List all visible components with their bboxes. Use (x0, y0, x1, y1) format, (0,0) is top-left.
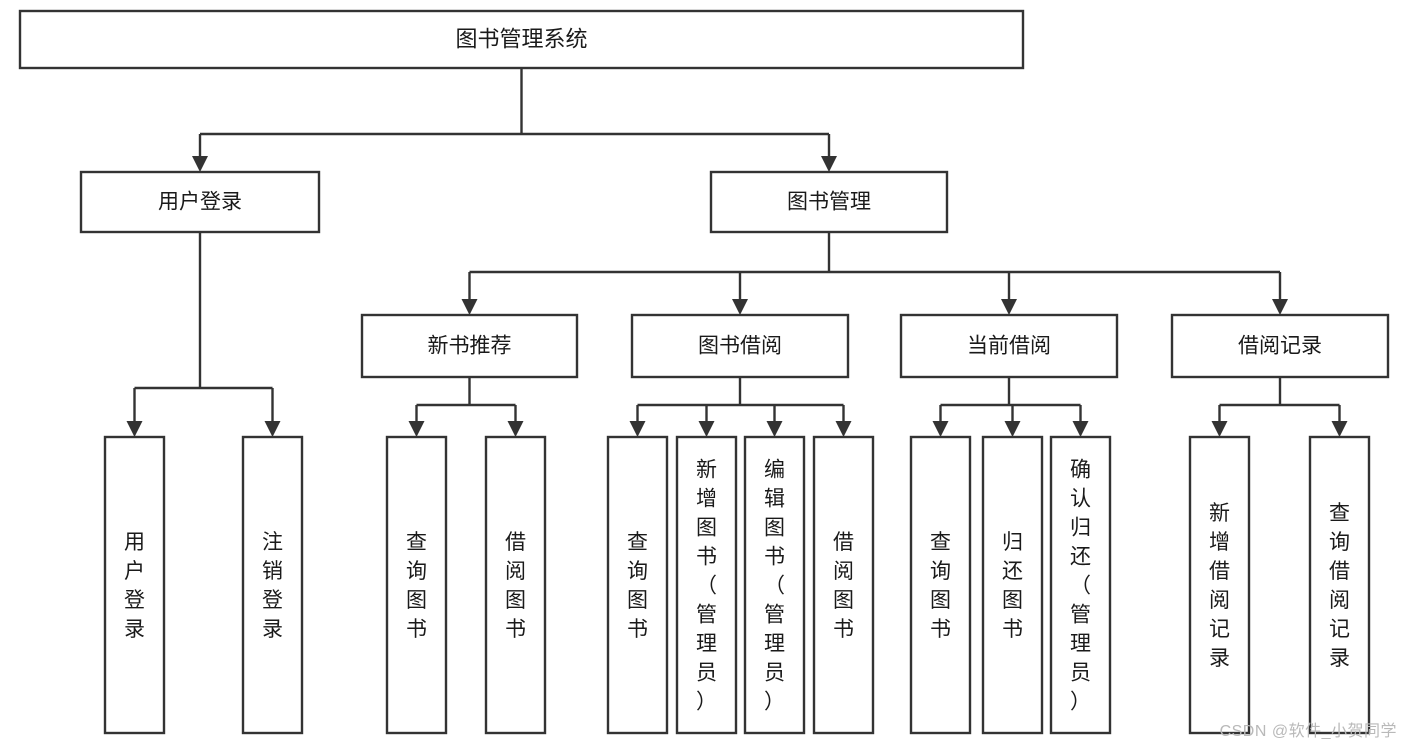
node-box-borrow-record (1170, 313, 1390, 379)
leaf-node-leaf-query-book-2[interactable]: 查询图书 (606, 435, 669, 735)
node-label-book-manage: 图书管理 (787, 191, 871, 214)
node-box-book-borrow (630, 313, 850, 379)
borrow-record-to-leaf-query-record-1-arrowhead (1331, 421, 1348, 437)
node-current-borrow[interactable]: 当前借阅 (899, 313, 1119, 379)
csdn-watermark: CSDN @软件_小贺同学 (1219, 723, 1397, 740)
leaf-node-leaf-user-logout[interactable]: 注销登录 (241, 435, 304, 735)
new-book-rec-to-leaf-query-book-1-0-arrowhead (408, 421, 425, 437)
leaf-label-leaf-query-book-3: 查询图书 (930, 531, 951, 641)
book-manage-to-book-borrow-1-arrowhead (732, 299, 748, 315)
current-borrow-to-leaf-return-book-1-arrowhead (1004, 421, 1021, 437)
new-book-rec-to-leaf-borrow-book-1-1-arrowhead (507, 421, 524, 437)
node-box-user-login (79, 170, 321, 234)
leaf-node-leaf-add-record[interactable]: 新增借阅记录 (1188, 435, 1251, 735)
current-borrow-to-leaf-confirm-return-2-arrowhead (1072, 421, 1089, 437)
node-user-login[interactable]: 用户登录 (79, 170, 321, 234)
leaf-box-leaf-borrow-book-2 (812, 435, 875, 735)
root-to-book-manage-1-arrowhead (821, 156, 837, 172)
leaf-node-leaf-user-login[interactable]: 用户登录 (103, 435, 166, 735)
node-box-new-book-rec (360, 313, 579, 379)
leaf-node-leaf-confirm-return[interactable]: 确认归还（管理员） (1049, 435, 1112, 735)
leaf-label-leaf-add-record: 新增借阅记录 (1209, 502, 1230, 670)
leaf-label-leaf-user-login: 用户登录 (124, 531, 145, 641)
node-label-root: 图书管理系统 (455, 26, 587, 51)
leaf-box-leaf-edit-book (743, 435, 806, 735)
leaf-box-leaf-add-book (675, 435, 738, 735)
book-manage-to-new-book-rec-0-arrowhead (461, 299, 478, 315)
leaf-box-leaf-query-book-3 (909, 435, 972, 735)
leaf-node-leaf-query-book-3[interactable]: 查询图书 (909, 435, 972, 735)
leaf-box-leaf-add-record (1188, 435, 1251, 735)
node-borrow-record[interactable]: 借阅记录 (1170, 313, 1390, 379)
leaf-label-leaf-query-record: 查询借阅记录 (1329, 502, 1350, 670)
leaf-node-leaf-borrow-book-2[interactable]: 借阅图书 (812, 435, 875, 735)
book-manage-to-borrow-record-3-arrowhead (1272, 299, 1288, 315)
node-book-manage[interactable]: 图书管理 (709, 170, 949, 234)
user-login-to-leaf-user-login-0-arrowhead (126, 421, 143, 437)
leaf-box-leaf-query-book-1 (385, 435, 448, 735)
current-borrow-to-leaf-query-book-3-0-arrowhead (932, 421, 949, 437)
node-label-new-book-rec: 新书推荐 (428, 335, 512, 358)
leaf-label-leaf-user-logout: 注销登录 (262, 531, 283, 641)
borrow-record-to-leaf-add-record-0-arrowhead (1211, 421, 1228, 437)
leaf-box-leaf-return-book (981, 435, 1044, 735)
leaf-label-leaf-confirm-return: 确认归还（管理员） (1070, 459, 1091, 714)
node-label-current-borrow: 当前借阅 (967, 335, 1051, 358)
node-layer: 图书管理系统用户登录图书管理新书推荐图书借阅当前借阅借阅记录用户登录注销登录查询… (18, 9, 1390, 735)
node-book-borrow[interactable]: 图书借阅 (630, 313, 850, 379)
leaf-label-leaf-query-book-2: 查询图书 (627, 531, 648, 641)
leaf-label-leaf-return-book: 归还图书 (1002, 531, 1023, 641)
node-label-user-login: 用户登录 (158, 191, 242, 214)
node-root[interactable]: 图书管理系统 (18, 9, 1025, 70)
book-borrow-to-leaf-query-book-2-0-arrowhead (629, 421, 646, 437)
book-manage-to-current-borrow-2-arrowhead (1001, 299, 1017, 315)
node-box-book-manage (709, 170, 949, 234)
leaf-box-leaf-user-logout (241, 435, 304, 735)
leaf-node-leaf-borrow-book-1[interactable]: 借阅图书 (484, 435, 547, 735)
leaf-box-leaf-query-record (1308, 435, 1371, 735)
book-borrow-to-leaf-add-book-1-arrowhead (698, 421, 715, 437)
leaf-label-leaf-borrow-book-1: 借阅图书 (505, 531, 526, 641)
connector-layer (126, 68, 1348, 437)
leaf-box-leaf-query-book-2 (606, 435, 669, 735)
leaf-node-leaf-query-book-1[interactable]: 查询图书 (385, 435, 448, 735)
leaf-label-leaf-add-book: 新增图书（管理员） (696, 459, 717, 714)
leaf-node-leaf-query-record[interactable]: 查询借阅记录 (1308, 435, 1371, 735)
leaf-node-leaf-edit-book[interactable]: 编辑图书（管理员） (743, 435, 806, 735)
leaf-node-leaf-return-book[interactable]: 归还图书 (981, 435, 1044, 735)
user-login-to-leaf-user-logout-1-arrowhead (264, 421, 281, 437)
leaf-box-leaf-confirm-return (1049, 435, 1112, 735)
node-box-root (18, 9, 1025, 70)
leaf-box-leaf-borrow-book-1 (484, 435, 547, 735)
root-to-user-login-0-arrowhead (192, 156, 208, 172)
node-label-borrow-record: 借阅记录 (1238, 335, 1322, 358)
node-box-current-borrow (899, 313, 1119, 379)
node-new-book-rec[interactable]: 新书推荐 (360, 313, 579, 379)
node-label-book-borrow: 图书借阅 (698, 335, 782, 358)
leaf-label-leaf-edit-book: 编辑图书（管理员） (764, 459, 785, 714)
leaf-label-leaf-query-book-1: 查询图书 (406, 531, 427, 641)
leaf-node-leaf-add-book[interactable]: 新增图书（管理员） (675, 435, 738, 735)
book-borrow-to-leaf-edit-book-2-arrowhead (766, 421, 783, 437)
leaf-box-leaf-user-login (103, 435, 166, 735)
leaf-label-leaf-borrow-book-2: 借阅图书 (833, 531, 854, 641)
book-borrow-to-leaf-borrow-book-2-3-arrowhead (835, 421, 852, 437)
